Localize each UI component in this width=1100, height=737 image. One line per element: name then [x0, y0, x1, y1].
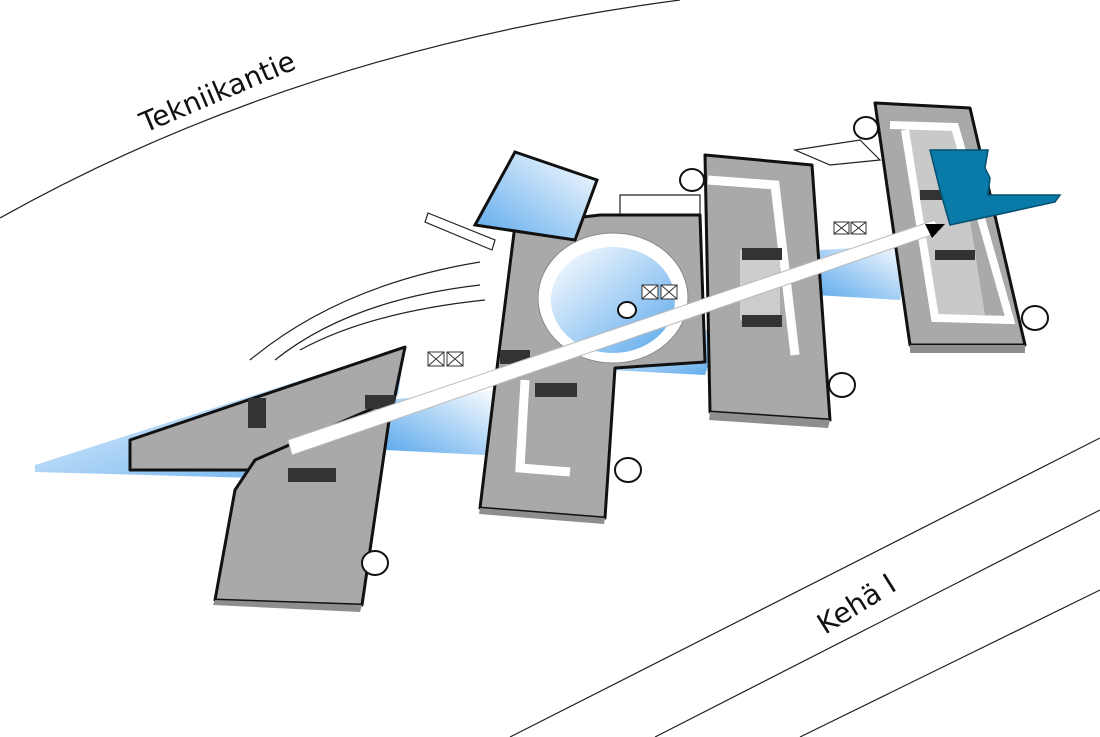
road-label-kehä-i: Kehä I [811, 567, 902, 641]
road-tekniikantie [0, 0, 681, 219]
building-east [873, 101, 1027, 353]
building-wing-west [35, 345, 407, 612]
stair-towers [361, 116, 1049, 576]
road-kehä-i [509, 437, 1100, 737]
highlighted-room [929, 149, 1062, 226]
elevator-icon [427, 221, 867, 367]
road-label-tekniikantie: Tekniikantie [134, 44, 300, 140]
location-arrow-icon [925, 224, 945, 238]
building-glass-north [472, 150, 599, 242]
walkway [287, 219, 941, 456]
